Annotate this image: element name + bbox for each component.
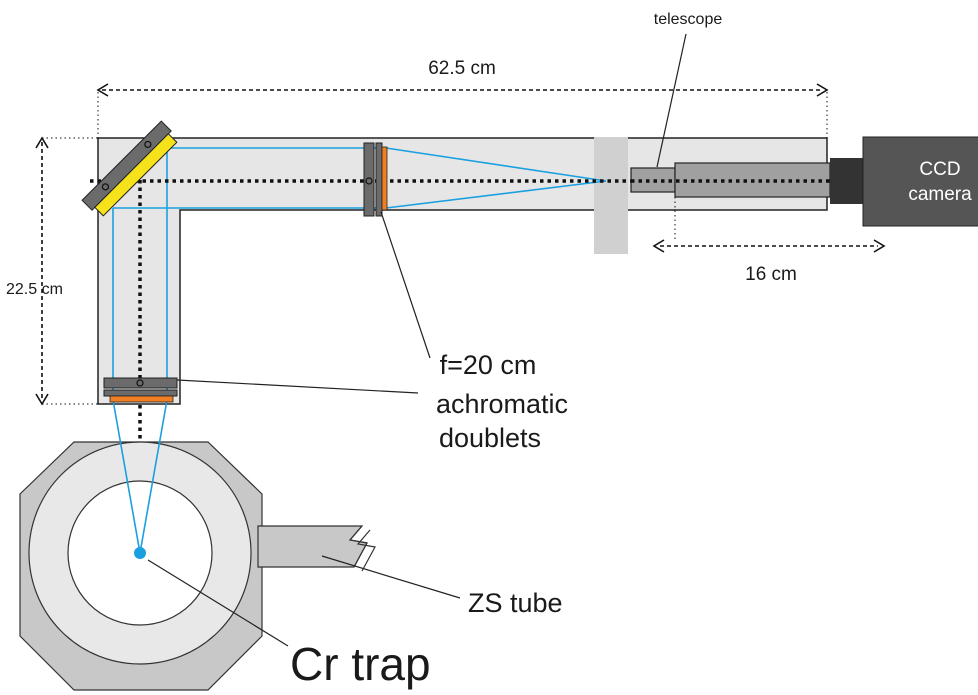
label-lens-line1: f=20 cm xyxy=(440,350,537,380)
ccd-label-line2: camera xyxy=(908,184,972,205)
camera-adapter xyxy=(830,158,864,204)
leader-lens-horizontal xyxy=(380,211,431,359)
lens-mount xyxy=(103,377,178,389)
label-lens-line2: achromatic xyxy=(436,389,568,419)
label-zs-tube: ZS tube xyxy=(468,588,563,618)
label-cr-trap: Cr trap xyxy=(290,638,431,690)
leader-lines xyxy=(147,33,687,647)
lens-vertical xyxy=(103,377,178,403)
zs-tube xyxy=(257,525,368,568)
beam-line xyxy=(385,147,607,182)
lens-mount xyxy=(363,142,375,217)
camera-body xyxy=(862,136,978,227)
mirror-screw xyxy=(101,183,110,191)
dimension-62-5 xyxy=(96,83,829,138)
zs-tube-break xyxy=(348,525,368,568)
mirror-surface xyxy=(94,133,178,217)
label-telescope-length: 16 cm xyxy=(745,264,797,285)
mirror-screw xyxy=(144,140,152,149)
ccd-camera: CCD camera xyxy=(830,136,978,227)
dimension-16 xyxy=(652,197,886,253)
dimension-22-5 xyxy=(35,136,98,406)
arrowhead-right xyxy=(816,83,829,97)
window-flange xyxy=(594,137,628,254)
cr-trap-chamber xyxy=(19,441,263,691)
lens-screw xyxy=(136,379,144,387)
atom-cloud-dot xyxy=(134,547,146,559)
leader-cr-trap xyxy=(147,559,289,647)
telescope-eyepiece xyxy=(630,167,676,193)
leader-lens-vertical xyxy=(176,379,419,394)
lens-screw xyxy=(365,177,373,185)
label-telescope: telescope xyxy=(654,11,723,28)
beam-line xyxy=(139,399,168,554)
lens-mount-2 xyxy=(103,389,178,397)
lens-element xyxy=(109,395,174,403)
arrowhead-right xyxy=(873,239,886,253)
lens-mount-2 xyxy=(375,142,383,217)
leader-telescope xyxy=(656,33,687,168)
ccd-label-line1: CCD xyxy=(919,159,960,180)
label-overall-length: 62.5 cm xyxy=(428,58,496,79)
zs-tube-break-2 xyxy=(356,529,376,572)
fold-mirror xyxy=(81,120,178,217)
arrowhead-left xyxy=(652,239,665,253)
leader-zs-tube xyxy=(321,555,461,599)
arrowhead-left xyxy=(96,83,109,97)
label-height: 22.5 cm xyxy=(6,281,63,298)
lens-element xyxy=(381,146,388,211)
lens-horizontal xyxy=(363,142,388,217)
label-lens-line3: doublets xyxy=(439,423,541,453)
beam-line xyxy=(385,180,607,209)
beam-line xyxy=(112,399,141,554)
optical-axis xyxy=(90,179,862,440)
beam-paths xyxy=(112,147,607,554)
